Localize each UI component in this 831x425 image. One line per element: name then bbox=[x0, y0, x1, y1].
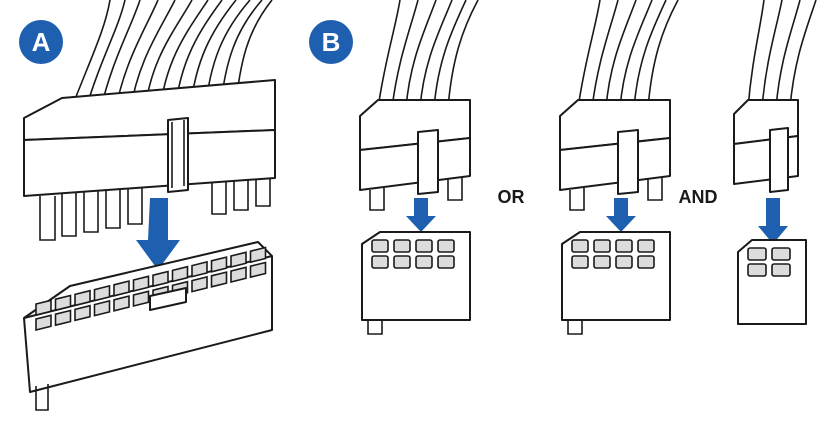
atx-4pin-connector bbox=[734, 0, 816, 324]
and-label: AND bbox=[679, 187, 718, 207]
socket-24pin bbox=[24, 242, 272, 410]
down-arrow-icon bbox=[606, 198, 636, 232]
badge-a: A bbox=[19, 20, 63, 64]
eps-8pin-connector-2 bbox=[560, 0, 678, 334]
eps-8pin-connector-1 bbox=[360, 0, 478, 334]
down-arrow-icon bbox=[406, 198, 436, 232]
badge-b-label: B bbox=[322, 27, 341, 57]
down-arrow-icon bbox=[758, 198, 788, 244]
or-label: OR bbox=[498, 187, 525, 207]
panel-b: B OR bbox=[309, 0, 816, 334]
badge-a-label: A bbox=[32, 27, 51, 57]
panel-a: A bbox=[19, 0, 275, 410]
badge-b: B bbox=[309, 20, 353, 64]
